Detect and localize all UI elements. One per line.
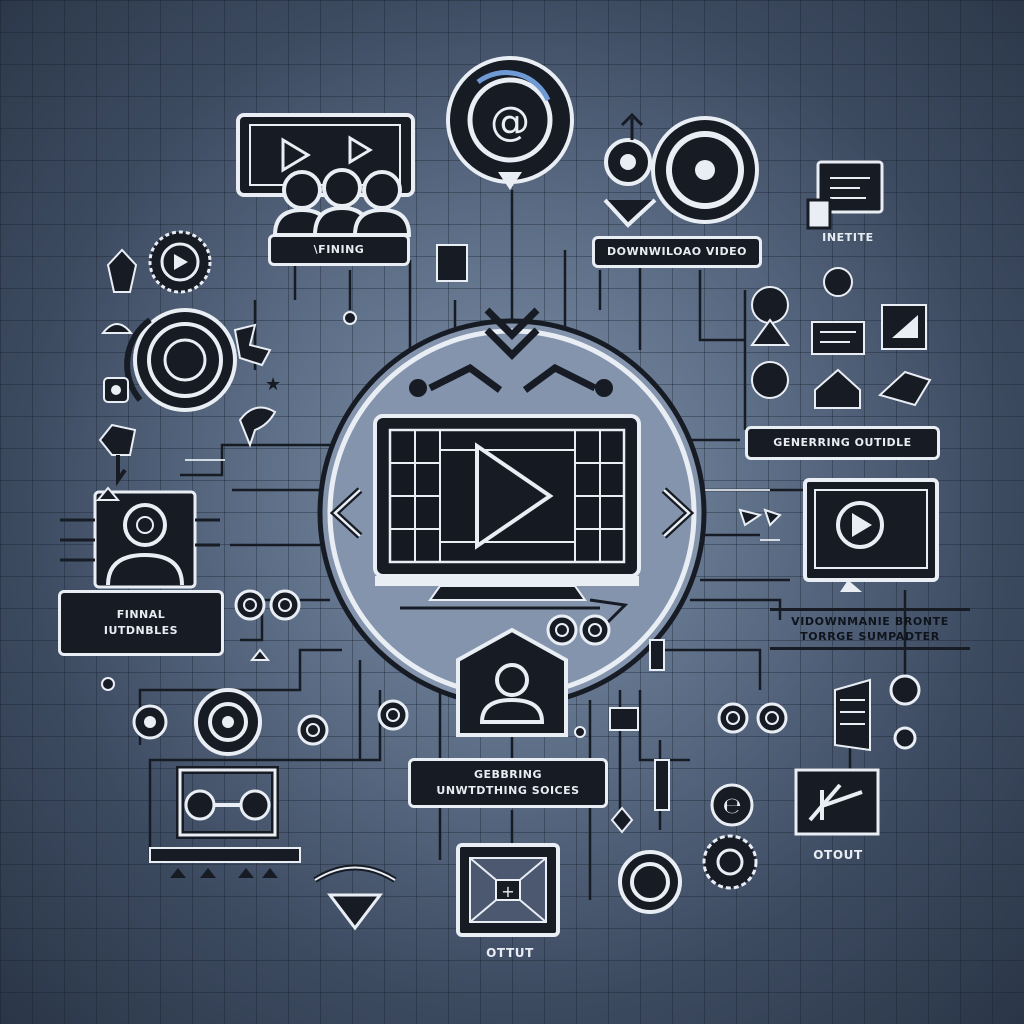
label-final-line-1: FINNAL: [116, 608, 166, 621]
label-generating-sources: GEBBRING UNWTDTHING SOICES: [408, 758, 608, 808]
label-generating-line-2: UNWTDTHING SOICES: [436, 784, 580, 797]
label-output-bottom: OTTUT: [486, 946, 534, 960]
label-generating-line-1: GEBBRING: [473, 768, 543, 781]
output-box-node: +: [456, 843, 560, 937]
screen-node: [806, 160, 884, 230]
label-video-summary: VIDOWNMANIE BRONTE TORRGE SUMPADTER: [770, 608, 970, 650]
machine-node: [132, 688, 301, 878]
user-node: [456, 627, 568, 737]
signal-node: [313, 864, 397, 931]
svg-text:★: ★: [265, 374, 281, 395]
label-finding: \FINING: [268, 234, 410, 266]
label-output-right: OTOUT: [813, 848, 863, 862]
label-download-video: DOWNWILOAO VIDEO: [592, 236, 762, 268]
label-final-outlines: FINNAL IUTDNBLES: [58, 590, 224, 656]
left-dial: ★: [98, 230, 281, 487]
svg-text:+: +: [501, 882, 514, 901]
label-final-line-2: IUTDNBLES: [103, 624, 179, 637]
film-reel-node: [603, 112, 759, 228]
svg-text:@: @: [490, 99, 530, 145]
highlight-lines: [185, 459, 780, 541]
svg-text:℮: ℮: [723, 794, 742, 819]
bottom-right-icons: ℮: [618, 768, 880, 914]
label-video-line-1: VIDOWNMANIE BRONTE: [791, 615, 949, 628]
right-icons: [750, 267, 939, 752]
person-left-node: [60, 490, 220, 589]
label-inetite: INETITE: [822, 231, 874, 244]
misc-small-icons: [95, 244, 782, 834]
label-generating-outline: GENERRING OUTIDLE: [745, 426, 940, 460]
label-video-line-2: TORRGE SUMPADTER: [800, 630, 940, 643]
audience-node: [236, 113, 415, 237]
at-node: @: [446, 56, 574, 190]
central-hub: [317, 307, 707, 708]
